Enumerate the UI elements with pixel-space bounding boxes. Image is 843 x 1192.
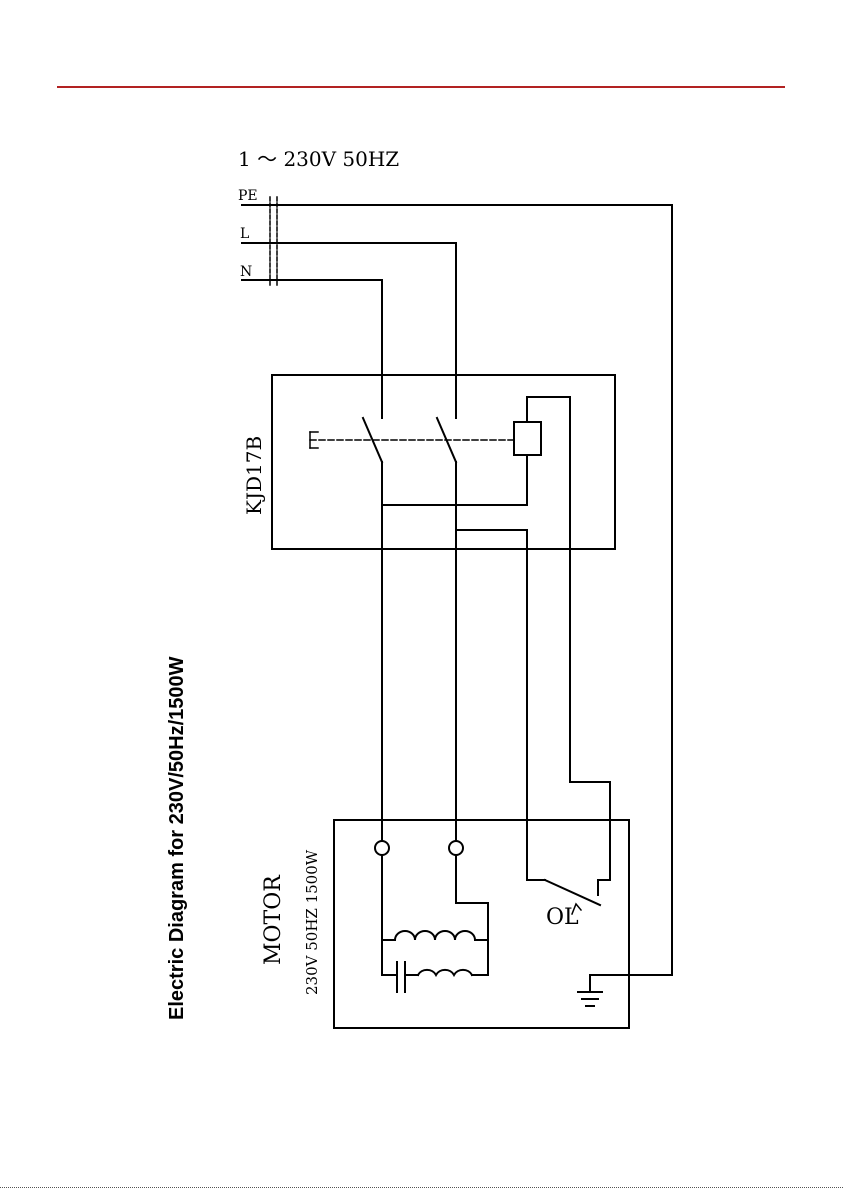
- aux-winding-coil: [418, 970, 472, 975]
- motor-rating: 230V 50HZ 1500W: [303, 849, 321, 995]
- contactor-actuator: [310, 432, 514, 448]
- bottom-rule: [0, 1187, 843, 1188]
- overload-label: OL: [546, 905, 579, 930]
- diagram-title: Electric Diagram for 230V/50Hz/1500W: [166, 656, 188, 1020]
- supply-label: 1 ～ 230V 50HZ: [238, 147, 399, 171]
- motor-label: MOTOR: [261, 874, 286, 965]
- ol-contact: [545, 880, 600, 905]
- cable-marker: [270, 197, 277, 285]
- contactor-box: [272, 375, 615, 549]
- motor-terminal-n: [375, 841, 389, 855]
- contactor-label: KJD17B: [242, 436, 266, 515]
- terminal-pe-label: PE: [238, 188, 258, 204]
- contactor-coil: [514, 422, 541, 455]
- motor-terminal-l: [449, 841, 463, 855]
- terminal-n-label: N: [240, 264, 252, 280]
- main-winding-coil: [395, 931, 475, 940]
- terminal-l-label: L: [240, 226, 249, 242]
